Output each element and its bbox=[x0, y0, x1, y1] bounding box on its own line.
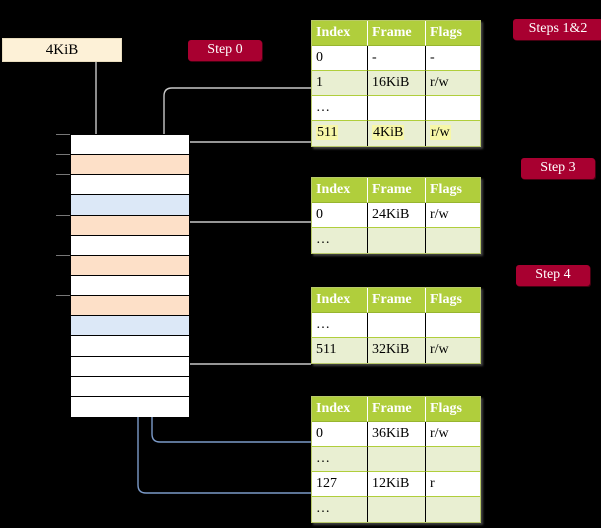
cell-flags: r/w bbox=[426, 422, 480, 447]
cell-flags: r/w bbox=[426, 71, 480, 96]
column-header-flags: Flags bbox=[426, 178, 480, 203]
cell-index: … bbox=[312, 96, 368, 121]
cell-index: … bbox=[312, 228, 368, 253]
cell-frame bbox=[368, 497, 426, 522]
cell-frame bbox=[368, 447, 426, 472]
memory-frame-row bbox=[71, 175, 189, 196]
memory-tick bbox=[56, 214, 70, 216]
cell-frame: 32KiB bbox=[368, 338, 426, 363]
table-row[interactable]: … bbox=[312, 96, 480, 121]
column-header-index: Index bbox=[312, 288, 368, 313]
cell-flags bbox=[426, 313, 480, 338]
memory-frame-row bbox=[71, 255, 189, 276]
memory-frame-row bbox=[71, 316, 189, 337]
cell-index: … bbox=[312, 497, 368, 522]
memory-tick bbox=[56, 295, 70, 297]
column-header-index: Index bbox=[312, 21, 368, 46]
column-header-flags: Flags bbox=[426, 397, 480, 422]
memory-frame-row bbox=[71, 215, 189, 236]
memory-tick bbox=[56, 174, 70, 176]
cell-frame: 12KiB bbox=[368, 472, 426, 497]
cell-index: 511 bbox=[312, 338, 368, 363]
memory-frame-row bbox=[71, 135, 189, 156]
physical-memory-column bbox=[70, 134, 190, 417]
cell-flags bbox=[426, 447, 480, 472]
cell-frame bbox=[368, 228, 426, 253]
source-frame-box: 4KiB bbox=[2, 38, 122, 62]
column-header-frame: Frame bbox=[368, 288, 426, 313]
badge-step-3: Step 3 bbox=[521, 158, 595, 179]
cell-flags bbox=[426, 96, 480, 121]
wire-steps12-a bbox=[163, 87, 311, 236]
column-header-flags: Flags bbox=[426, 21, 480, 46]
cell-flags bbox=[426, 228, 480, 253]
cell-frame: 4KiB bbox=[368, 121, 426, 146]
column-header-frame: Frame bbox=[368, 397, 426, 422]
cell-flags: - bbox=[426, 46, 480, 71]
cell-frame: 24KiB bbox=[368, 203, 426, 228]
table-row[interactable]: … bbox=[312, 447, 480, 472]
memory-frame-row bbox=[71, 336, 189, 357]
memory-tick bbox=[56, 134, 70, 135]
cell-index: … bbox=[312, 447, 368, 472]
cell-index: 0 bbox=[312, 203, 368, 228]
memory-frame-row bbox=[71, 296, 189, 317]
table-row[interactable]: … bbox=[312, 497, 480, 522]
memory-frame-row bbox=[71, 396, 189, 417]
cell-frame bbox=[368, 96, 426, 121]
cell-index: 127 bbox=[312, 472, 368, 497]
badge-steps-1-2: Steps 1&2 bbox=[513, 19, 601, 40]
wire-blue-a bbox=[151, 208, 311, 443]
cell-index: … bbox=[312, 313, 368, 338]
memory-tick bbox=[56, 254, 70, 256]
wire-steps12-b bbox=[173, 141, 311, 182]
column-header-frame: Frame bbox=[368, 178, 426, 203]
memory-frame-row bbox=[71, 155, 189, 176]
badge-step-4: Step 4 bbox=[516, 265, 590, 286]
cell-frame: 36KiB bbox=[368, 422, 426, 447]
cell-index: 1 bbox=[312, 71, 368, 96]
wire-blue-b bbox=[137, 332, 311, 494]
badge-step-0: Step 0 bbox=[188, 40, 262, 61]
cell-frame: - bbox=[368, 46, 426, 71]
cell-flags: r bbox=[426, 472, 480, 497]
memory-frame-row bbox=[71, 235, 189, 256]
cell-flags: r/w bbox=[426, 121, 480, 146]
column-header-frame: Frame bbox=[368, 21, 426, 46]
memory-frame-row bbox=[71, 195, 189, 216]
cell-index: 0 bbox=[312, 46, 368, 71]
cell-index: 0 bbox=[312, 422, 368, 447]
wire-step3 bbox=[179, 221, 311, 262]
memory-tick bbox=[56, 154, 70, 156]
column-header-flags: Flags bbox=[426, 288, 480, 313]
column-header-index: Index bbox=[312, 178, 368, 203]
table-row[interactable]: 0-- bbox=[312, 46, 480, 71]
cell-flags: r/w bbox=[426, 338, 480, 363]
cell-flags bbox=[426, 497, 480, 522]
cell-frame bbox=[368, 313, 426, 338]
cell-index: 511 bbox=[312, 121, 368, 146]
column-header-index: Index bbox=[312, 397, 368, 422]
memory-frame-row bbox=[71, 376, 189, 397]
table-row[interactable]: … bbox=[312, 228, 480, 253]
memory-frame-row bbox=[71, 276, 189, 297]
cell-frame: 16KiB bbox=[368, 71, 426, 96]
memory-frame-row bbox=[71, 356, 189, 377]
table-row[interactable]: … bbox=[312, 313, 480, 338]
cell-flags: r/w bbox=[426, 203, 480, 228]
